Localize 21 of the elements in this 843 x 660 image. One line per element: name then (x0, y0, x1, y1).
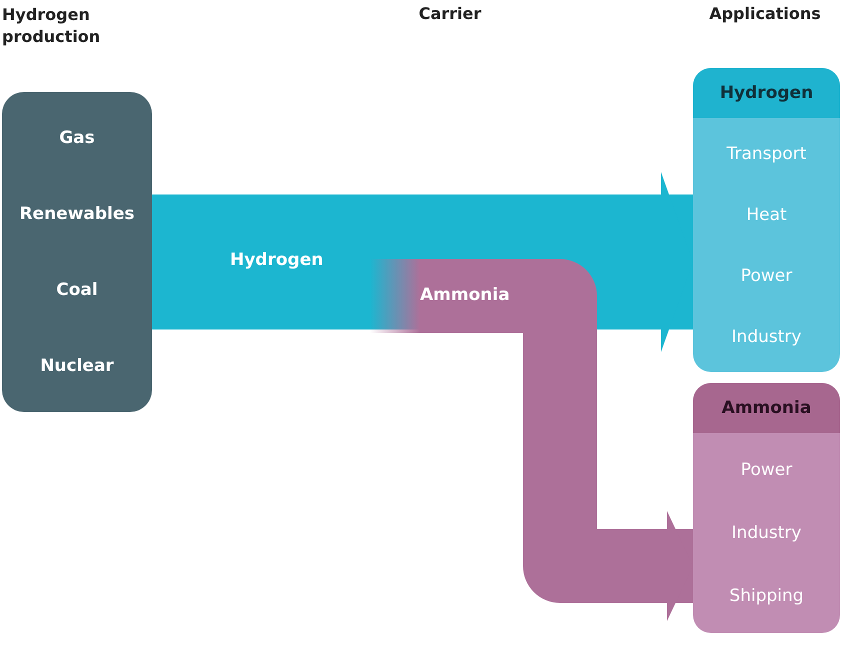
application-item: Industry (730, 522, 802, 544)
application-item: Shipping (728, 585, 805, 608)
application-box (693, 383, 840, 633)
flow-arrow (152, 172, 693, 352)
application-item: Power (740, 458, 794, 481)
column-heading: Hydrogen production (2, 4, 102, 48)
application-item: Heat (745, 204, 788, 226)
application-item: Transport (726, 142, 808, 164)
source-item: Coal (55, 279, 99, 302)
source-item: Gas (58, 126, 96, 149)
application-item: Power (740, 264, 794, 286)
source-item: Nuclear (39, 355, 115, 378)
application-item: Industry (730, 326, 802, 348)
column-heading: Applications (708, 4, 822, 23)
column-heading: Carrier (418, 4, 482, 23)
edge-label: Hydrogen (230, 250, 324, 270)
edge-label: Ammonia (420, 285, 510, 305)
source-item: Renewables (18, 202, 136, 225)
box-header: Hydrogen (693, 68, 840, 118)
application-box (693, 68, 840, 372)
box-header: Ammonia (693, 383, 840, 433)
